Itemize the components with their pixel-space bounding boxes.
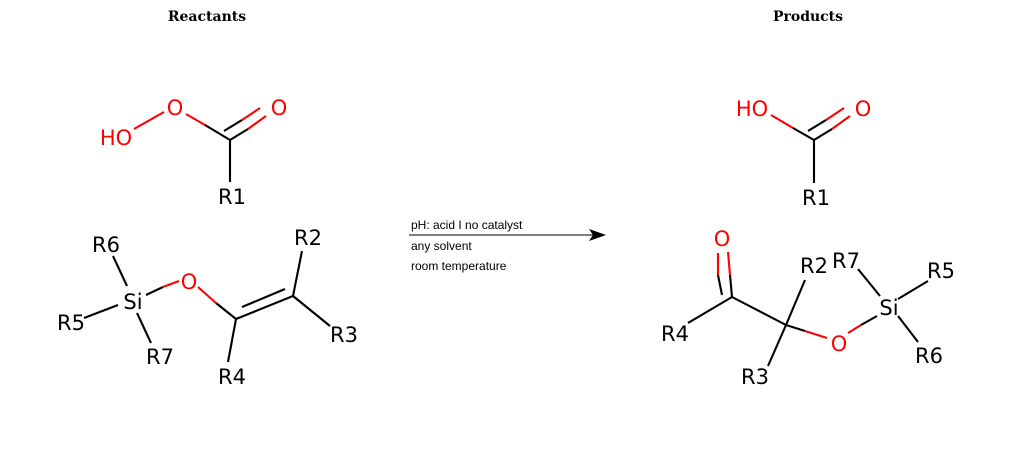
reactants-heading: Reactants: [168, 9, 246, 25]
bond-c-o-double-black-2: [223, 119, 243, 132]
atom-r2: R2: [800, 254, 828, 278]
atom-o-link: O: [167, 96, 184, 120]
atom-r3: R3: [330, 323, 358, 347]
bond-c-o-double-red-2: [726, 251, 732, 276]
bond-c-r3: [292, 295, 331, 327]
bond-c-r4: [226, 318, 238, 363]
atom-o-carbonyl: O: [855, 97, 872, 121]
reactant-peroxy-acid: HO O O R1: [100, 96, 287, 209]
bond-c-c: [731, 296, 787, 326]
atom-r1: R1: [802, 186, 830, 210]
bond-c-c-double-1: [235, 295, 294, 320]
bond-c-o-black: [785, 323, 806, 333]
bond-c-c-double-2: [241, 288, 286, 308]
atom-r1: R1: [218, 185, 246, 209]
bond-si-r6: [897, 315, 919, 343]
atom-si: Si: [879, 296, 898, 320]
product-silyloxy-ketone: O R2 R7 R5 Si R4 O R6 R3: [661, 227, 955, 389]
bond-r5-si: [83, 304, 119, 319]
atom-o-carbonyl: O: [714, 227, 731, 251]
bond-o-c-red: [197, 286, 217, 304]
atom-r2: R2: [294, 226, 322, 250]
atom-r7: R7: [832, 249, 860, 273]
bond-c-o-red: [804, 329, 828, 340]
atom-o: O: [181, 270, 198, 294]
atom-r6: R6: [92, 233, 120, 257]
atom-r7: R7: [146, 345, 174, 369]
bond-c-o-double-red-2: [825, 107, 845, 121]
bond-c-r3: [767, 324, 787, 367]
atom-r6: R6: [915, 344, 943, 368]
bond-o-si-black: [860, 315, 878, 326]
bond-c-o-double-black: [229, 128, 249, 141]
bond-c-o-double-red-2: [241, 107, 261, 121]
bond-c-o-double-black-2: [807, 119, 827, 132]
bond-ho-c-black: [792, 127, 815, 141]
atom-o: O: [831, 332, 848, 356]
product-carboxylic-acid: HO O R1: [736, 97, 871, 210]
bond-si-r7: [136, 312, 152, 344]
atom-o-carbonyl: O: [271, 96, 288, 120]
bond-o-c-red: [185, 113, 206, 126]
atom-r4: R4: [218, 365, 246, 389]
atom-r5: R5: [57, 311, 85, 335]
bond-si-r5: [897, 280, 929, 300]
bond-si-o-black: [145, 286, 164, 296]
bond-c-o-double-black: [813, 128, 833, 141]
bond-o-c-black: [204, 124, 231, 141]
condition-line-3: room temperature: [411, 259, 507, 273]
atom-si: Si: [123, 290, 142, 314]
products-heading: Products: [773, 9, 843, 25]
bond-o-c-black: [215, 302, 237, 320]
bond-ho-c-red: [770, 114, 794, 129]
bond-ho-o: [133, 111, 165, 130]
bond-c-r2: [291, 250, 304, 297]
atom-r3: R3: [741, 365, 769, 389]
reactant-silyl-enol-ether: R6 Si O R2 R5 R3 R7 R4: [57, 226, 358, 389]
atom-r5: R5: [927, 259, 955, 283]
bond-o-si-red: [847, 324, 862, 334]
bond-r7-si: [857, 268, 881, 297]
reaction-arrow-group: pH: acid I no catalyst any solvent room …: [409, 218, 606, 273]
bond-r6-si: [112, 255, 128, 287]
bond-c-o-double-black-2: [728, 274, 734, 298]
bond-c-o-double-red: [247, 115, 267, 130]
reaction-arrow-head: [589, 229, 606, 241]
atom-r4: R4: [661, 322, 689, 346]
bond-c-o-double-red: [831, 115, 851, 130]
bond-c-o-double-black-1: [716, 274, 724, 296]
condition-line-1: pH: acid I no catalyst: [411, 218, 523, 232]
bond-si-o-red: [162, 280, 180, 288]
atom-ho: HO: [736, 97, 768, 121]
atom-ho: HO: [100, 126, 132, 150]
bond-r4-c: [687, 296, 733, 324]
condition-line-2: any solvent: [411, 239, 472, 253]
bond-c-r2: [785, 279, 806, 326]
